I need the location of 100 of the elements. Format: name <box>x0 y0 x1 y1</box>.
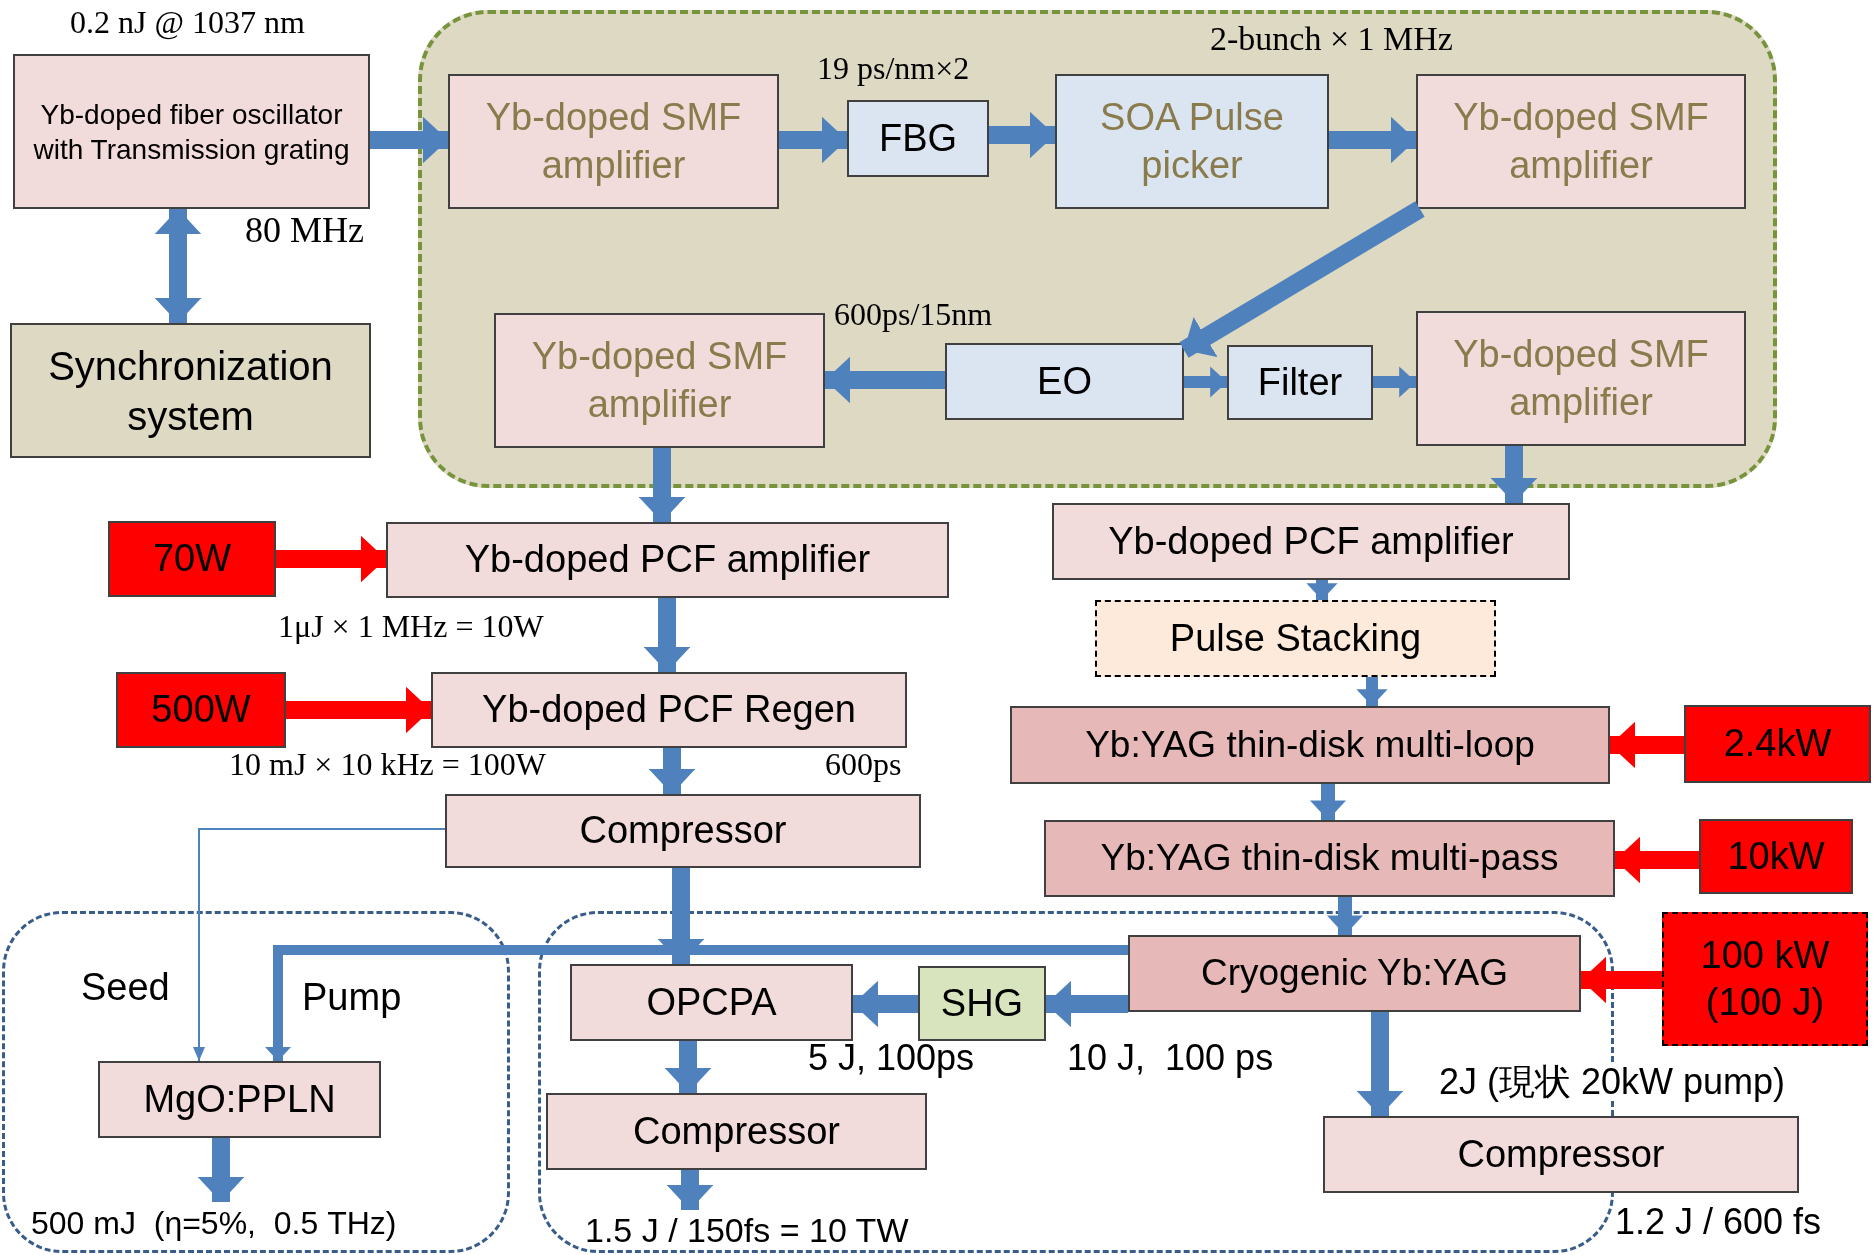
node-label: EO <box>1037 358 1092 404</box>
annotation-text: Seed <box>81 968 170 1006</box>
process-box <box>1323 1116 1799 1193</box>
arrow <box>664 1041 712 1093</box>
process-box <box>1416 74 1746 209</box>
arrow <box>286 686 431 734</box>
node-label: Synchronization system <box>47 342 334 440</box>
annotation-text: 1μJ × 1 MHz = 10W <box>278 610 544 642</box>
process-box <box>448 74 779 209</box>
process-box <box>1044 820 1615 897</box>
arrow <box>1326 897 1364 935</box>
arrow <box>1179 201 1425 358</box>
annotation-text: 600ps <box>825 748 902 780</box>
node-label: Yb-doped PCF amplifier <box>1108 518 1514 564</box>
annotation-text: 600ps/15nm <box>834 298 993 330</box>
process-box <box>1010 706 1610 784</box>
node-label: Yb:YAG thin-disk multi-pass <box>1100 836 1559 881</box>
process-box <box>847 100 989 177</box>
arrow <box>638 448 686 522</box>
process-box <box>1095 600 1496 677</box>
process-box <box>570 964 853 1041</box>
node-label: 500W <box>151 687 251 733</box>
process-box <box>945 343 1184 420</box>
node-label: Compressor <box>579 808 787 854</box>
node-label: FBG <box>878 115 958 161</box>
arrow <box>1373 366 1416 398</box>
arrow <box>1329 116 1416 164</box>
process-box <box>445 794 921 868</box>
node-label: Filter <box>1257 359 1343 405</box>
arrow <box>1309 784 1347 820</box>
power-box <box>116 672 286 748</box>
node-label: OPCPA <box>646 979 777 1025</box>
annotation-text: Pump <box>302 978 402 1016</box>
annotation-text: 2J (現状 20kW pump) <box>1439 1064 1786 1100</box>
arrow <box>370 116 448 164</box>
power-box <box>1699 819 1853 894</box>
node-label: 100 kW (100 J) <box>1699 932 1831 1025</box>
arrow <box>643 598 691 672</box>
arrow <box>779 116 847 164</box>
arrow <box>1184 366 1227 398</box>
node-label: Yb-doped SMF amplifier <box>484 95 743 188</box>
process-box <box>98 1061 381 1138</box>
node-label: Yb:YAG thin-disk multi-loop <box>1085 722 1535 767</box>
node-label: Compressor <box>1457 1131 1665 1177</box>
process-box <box>918 966 1046 1041</box>
arrow <box>989 111 1055 159</box>
annotation-text: 19 ps/nm×2 <box>817 52 970 84</box>
arrow <box>853 980 918 1028</box>
node-label: SOA Pulse picker <box>1099 95 1285 188</box>
annotation-text: 5 J, 100ps <box>808 1040 975 1076</box>
arrow <box>666 1170 714 1210</box>
annotation-text: 80 MHz <box>245 212 364 248</box>
arrow <box>1306 580 1338 600</box>
process-box <box>546 1093 927 1170</box>
process-box <box>10 323 371 458</box>
group-region <box>2 911 510 1253</box>
arrow <box>648 748 696 794</box>
arrow <box>193 828 446 1062</box>
process-box <box>431 672 907 748</box>
node-label: SHG <box>940 980 1024 1026</box>
power-box <box>1662 912 1868 1046</box>
process-box <box>386 522 949 598</box>
node-label: Yb-doped PCF Regen <box>482 687 856 733</box>
annotation-text: 2-bunch × 1 MHz <box>1210 22 1453 56</box>
arrow <box>825 356 945 404</box>
node-label: Pulse Stacking <box>1169 615 1422 661</box>
process-box <box>13 54 370 209</box>
node-label: Compressor <box>633 1108 840 1154</box>
node-label: Cryogenic Yb:YAG <box>1200 951 1509 996</box>
process-box <box>1055 74 1329 209</box>
node-label: Yb-doped SMF amplifier <box>530 334 789 427</box>
arrow <box>154 209 202 323</box>
arrow <box>1046 980 1128 1028</box>
node-label: Yb-doped fiber oscillator with Transmission grating <box>32 97 351 167</box>
node-label: 70W <box>152 536 232 582</box>
node-label: Yb-doped PCF amplifier <box>464 537 871 583</box>
process-box <box>1416 311 1746 446</box>
power-box <box>108 521 276 597</box>
node-label: 2.4kW <box>1723 721 1832 767</box>
arrow <box>276 535 386 583</box>
output-text: 500 mJ (η=5%, 0.5 THz) <box>31 1202 481 1244</box>
arrow <box>197 1138 245 1202</box>
process-box <box>1052 503 1570 580</box>
node-label: Yb-doped SMF amplifier <box>1452 95 1710 188</box>
arrow <box>1356 1012 1404 1116</box>
annotation-text: 10 mJ × 10 kHz = 100W <box>229 748 546 780</box>
arrow <box>1356 677 1388 706</box>
annotation-text: 10 J, 100 ps <box>1067 1040 1274 1076</box>
arrow <box>265 945 1128 1061</box>
arrow <box>1490 446 1538 503</box>
node-label: Yb-doped SMF amplifier <box>1452 332 1710 425</box>
group-region <box>418 10 1777 488</box>
output-text: 1.5 J / 150fs = 10 TW <box>585 1210 1005 1250</box>
node-label: 10kW <box>1727 833 1825 879</box>
power-box <box>1684 705 1871 783</box>
process-box <box>1227 345 1373 420</box>
annotation-text: 0.2 nJ @ 1037 nm <box>70 6 305 38</box>
arrow <box>1610 721 1684 769</box>
process-box <box>494 313 825 448</box>
node-label: MgO:PPLN <box>143 1076 336 1122</box>
